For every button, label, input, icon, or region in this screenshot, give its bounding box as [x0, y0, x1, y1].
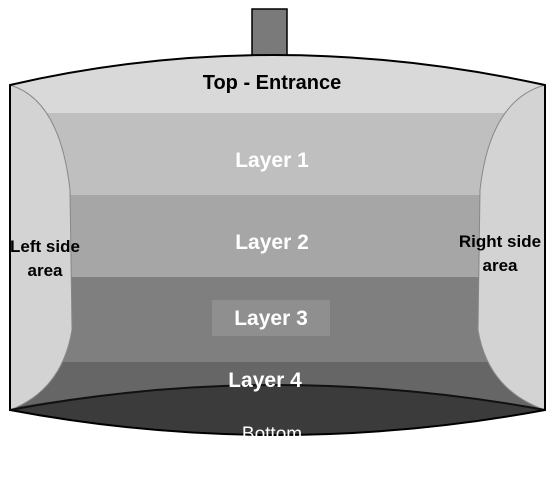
- entrance-stack: [251, 8, 288, 61]
- tank-outline: [9, 54, 546, 436]
- right-side-area: [477, 84, 545, 411]
- top-entrance-label: Top - Entrance: [203, 72, 342, 94]
- right-side-label-line1: Right side: [459, 232, 541, 251]
- left-side-area: [10, 84, 73, 411]
- layer-2-label: Layer 2: [235, 231, 309, 254]
- bottom-rim: [9, 384, 546, 411]
- layer-3-label: Layer 3: [234, 307, 308, 330]
- right-side-label-line2: area: [483, 256, 519, 275]
- left-side-label-line1: Left side: [10, 237, 80, 256]
- layer-3-label-box: [212, 300, 330, 336]
- layer-1-label: Layer 1: [235, 149, 309, 172]
- left-side-label-line2: area: [28, 261, 64, 280]
- bottom-label: Bottom: [242, 424, 302, 445]
- layer-4-label: Layer 4: [228, 369, 302, 392]
- layer-1-band: [10, 113, 545, 195]
- layer-2-band: [10, 195, 545, 277]
- bottom-region: [10, 385, 545, 435]
